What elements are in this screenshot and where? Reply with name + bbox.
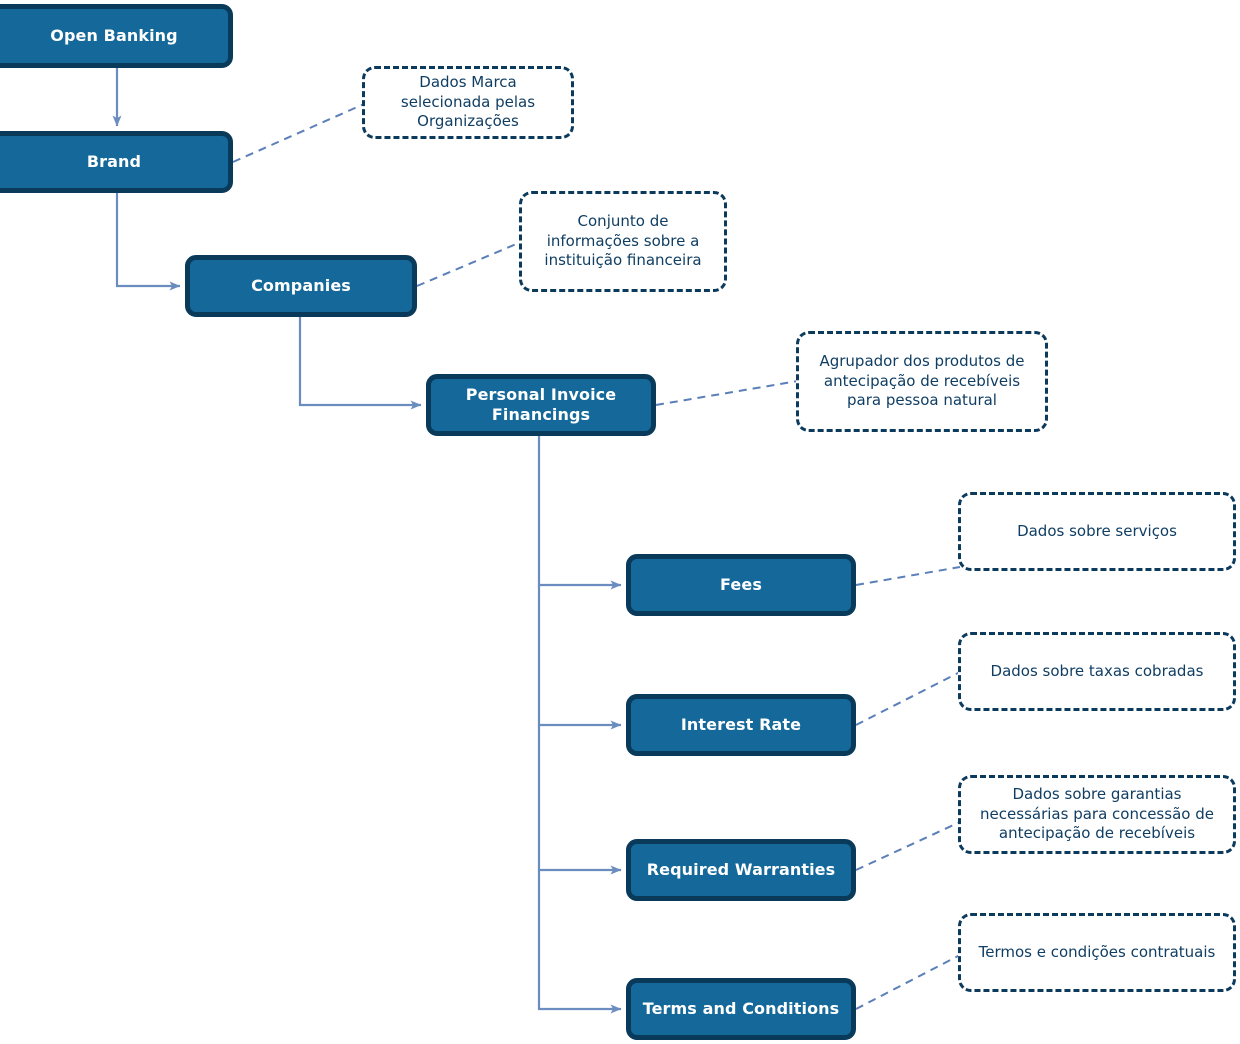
note-connector-terms-and-conditions (855, 954, 961, 1010)
note-connector-interest-rate (855, 671, 961, 726)
node-companies-label: Companies (251, 276, 351, 296)
note-companies: Conjunto de informações sobre a institui… (519, 191, 727, 292)
edge-personal-invoice-financings-to-interest-rate (537, 585, 622, 730)
note-connector-personal-invoice-financings (655, 380, 799, 406)
edge-personal-invoice-financings-to-terms-and-conditions (537, 870, 622, 1014)
edge-personal-invoice-financings-to-required-warranties (537, 725, 622, 875)
node-fees[interactable]: Fees (626, 554, 856, 616)
note-brand-text: Dados Marca selecionada pelas Organizaçõ… (400, 72, 536, 131)
node-fees-label: Fees (720, 575, 762, 595)
edge-personal-invoice-financings-to-fees (537, 436, 622, 590)
note-required-warranties: Dados sobre garantias necessárias para c… (958, 775, 1236, 854)
note-interest-rate-text: Dados sobre taxas cobradas (990, 661, 1204, 680)
note-companies-text: Conjunto de informações sobre a institui… (544, 211, 702, 270)
note-personal-invoice-financings: Agrupador dos produtos de antecipação de… (796, 331, 1048, 432)
node-interest-rate-label: Interest Rate (680, 715, 802, 735)
note-interest-rate: Dados sobre taxas cobradas (958, 632, 1236, 711)
note-connector-brand (232, 103, 365, 163)
node-personal-invoice-financings-label: Personal Invoice Financings (465, 385, 617, 424)
note-brand: Dados Marca selecionada pelas Organizaçõ… (362, 66, 574, 139)
note-fees: Dados sobre serviços (958, 492, 1236, 571)
node-terms-and-conditions[interactable]: Terms and Conditions (626, 978, 856, 1040)
node-companies[interactable]: Companies (185, 255, 417, 317)
node-open-banking-label: Open Banking (50, 26, 178, 46)
node-required-warranties[interactable]: Required Warranties (626, 839, 856, 901)
note-fees-text: Dados sobre serviços (1017, 521, 1177, 540)
edge-companies-to-personal-invoice-financings (298, 317, 422, 410)
node-terms-and-conditions-label: Terms and Conditions (642, 999, 840, 1019)
node-brand[interactable]: Brand (0, 131, 233, 193)
note-connector-required-warranties (855, 821, 961, 871)
note-required-warranties-text: Dados sobre garantias necessárias para c… (980, 784, 1214, 843)
note-terms-and-conditions: Termos e condições contratuais (958, 913, 1236, 992)
note-terms-and-conditions-text: Termos e condições contratuais (978, 942, 1216, 961)
node-required-warranties-label: Required Warranties (646, 860, 836, 880)
note-connector-fees (855, 566, 961, 586)
edge-brand-to-companies (115, 193, 181, 291)
node-personal-invoice-financings[interactable]: Personal Invoice Financings (426, 374, 656, 436)
note-connector-companies (416, 241, 522, 287)
node-open-banking[interactable]: Open Banking (0, 4, 233, 68)
note-personal-invoice-financings-text: Agrupador dos produtos de antecipação de… (819, 351, 1025, 410)
node-interest-rate[interactable]: Interest Rate (626, 694, 856, 756)
node-brand-label: Brand (86, 152, 142, 172)
